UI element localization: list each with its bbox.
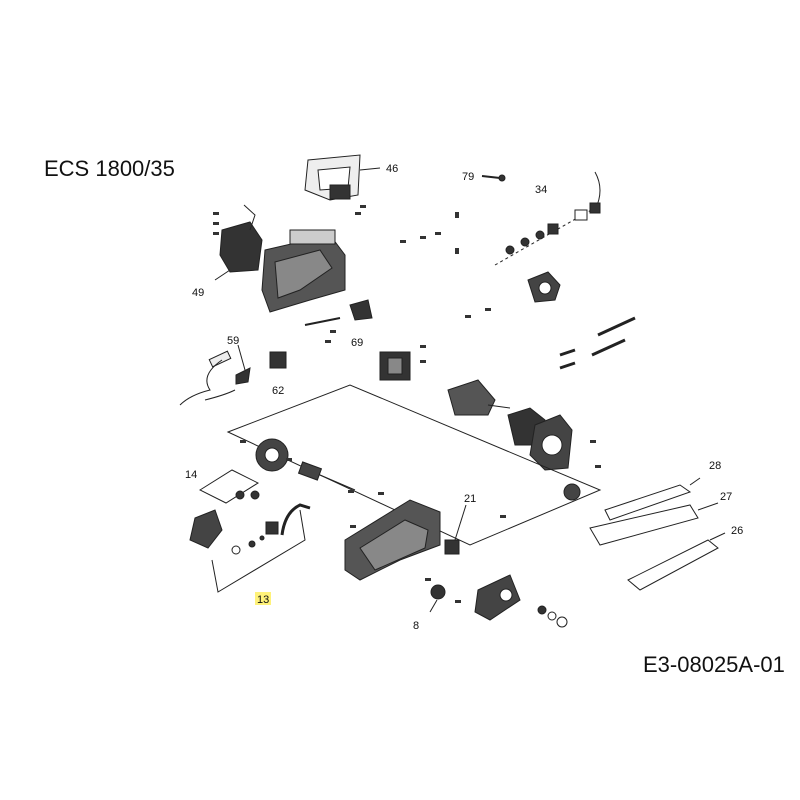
- part-21-oil-cap[interactable]: [444, 539, 460, 555]
- motor-stator[interactable]: [379, 351, 411, 381]
- pins-right[interactable]: [559, 316, 636, 370]
- motor-armature[interactable]: [447, 379, 511, 416]
- sprocket-cover[interactable]: [474, 574, 521, 621]
- part-49-housing-cover[interactable]: [219, 204, 263, 273]
- worm-shaft[interactable]: [297, 461, 356, 491]
- label-27[interactable]: 27: [720, 491, 732, 503]
- main-housing-right[interactable]: [344, 499, 441, 581]
- drawing-code: E3-08025A-01: [643, 652, 785, 677]
- fasteners: [213, 205, 601, 603]
- sprocket-cover-part[interactable]: [527, 271, 561, 303]
- part-59-power-cable[interactable]: [179, 350, 251, 406]
- gear-case[interactable]: [507, 407, 573, 471]
- label-79[interactable]: 79: [462, 171, 474, 183]
- part-13-oil-pump[interactable]: [189, 503, 311, 555]
- part-62-switch[interactable]: [269, 351, 287, 369]
- label-62[interactable]: 62: [272, 385, 284, 397]
- part-27-guide-bar[interactable]: [589, 504, 699, 546]
- label-13[interactable]: 13: [257, 594, 269, 606]
- label-28[interactable]: 28: [709, 460, 721, 472]
- model-title: ECS 1800/35: [44, 156, 175, 181]
- label-59[interactable]: 59: [227, 335, 239, 347]
- label-14[interactable]: 14: [185, 469, 197, 481]
- label-46[interactable]: 46: [386, 163, 398, 175]
- part-79-screw[interactable]: [481, 174, 506, 182]
- part-69-trigger[interactable]: [304, 299, 373, 326]
- label-69[interactable]: 69: [351, 337, 363, 349]
- label-49[interactable]: 49: [192, 287, 204, 299]
- label-26[interactable]: 26: [731, 525, 743, 537]
- main-housing-left[interactable]: [261, 229, 346, 313]
- part-46-handle[interactable]: [304, 154, 361, 201]
- sprocket[interactable]: [563, 483, 581, 501]
- part-14-bearing[interactable]: [235, 490, 260, 500]
- part-26-chain-guide[interactable]: [627, 539, 719, 591]
- part-13-highlight: [255, 592, 271, 605]
- large-gear[interactable]: [255, 438, 289, 472]
- part-34-tensioner-assembly[interactable]: [494, 171, 601, 266]
- label-34[interactable]: 34: [535, 184, 547, 196]
- part-28-saw-chain[interactable]: [604, 484, 692, 521]
- part-8-tension-knob[interactable]: [430, 584, 446, 600]
- label-21[interactable]: 21: [464, 493, 476, 505]
- label-8[interactable]: 8: [413, 620, 419, 632]
